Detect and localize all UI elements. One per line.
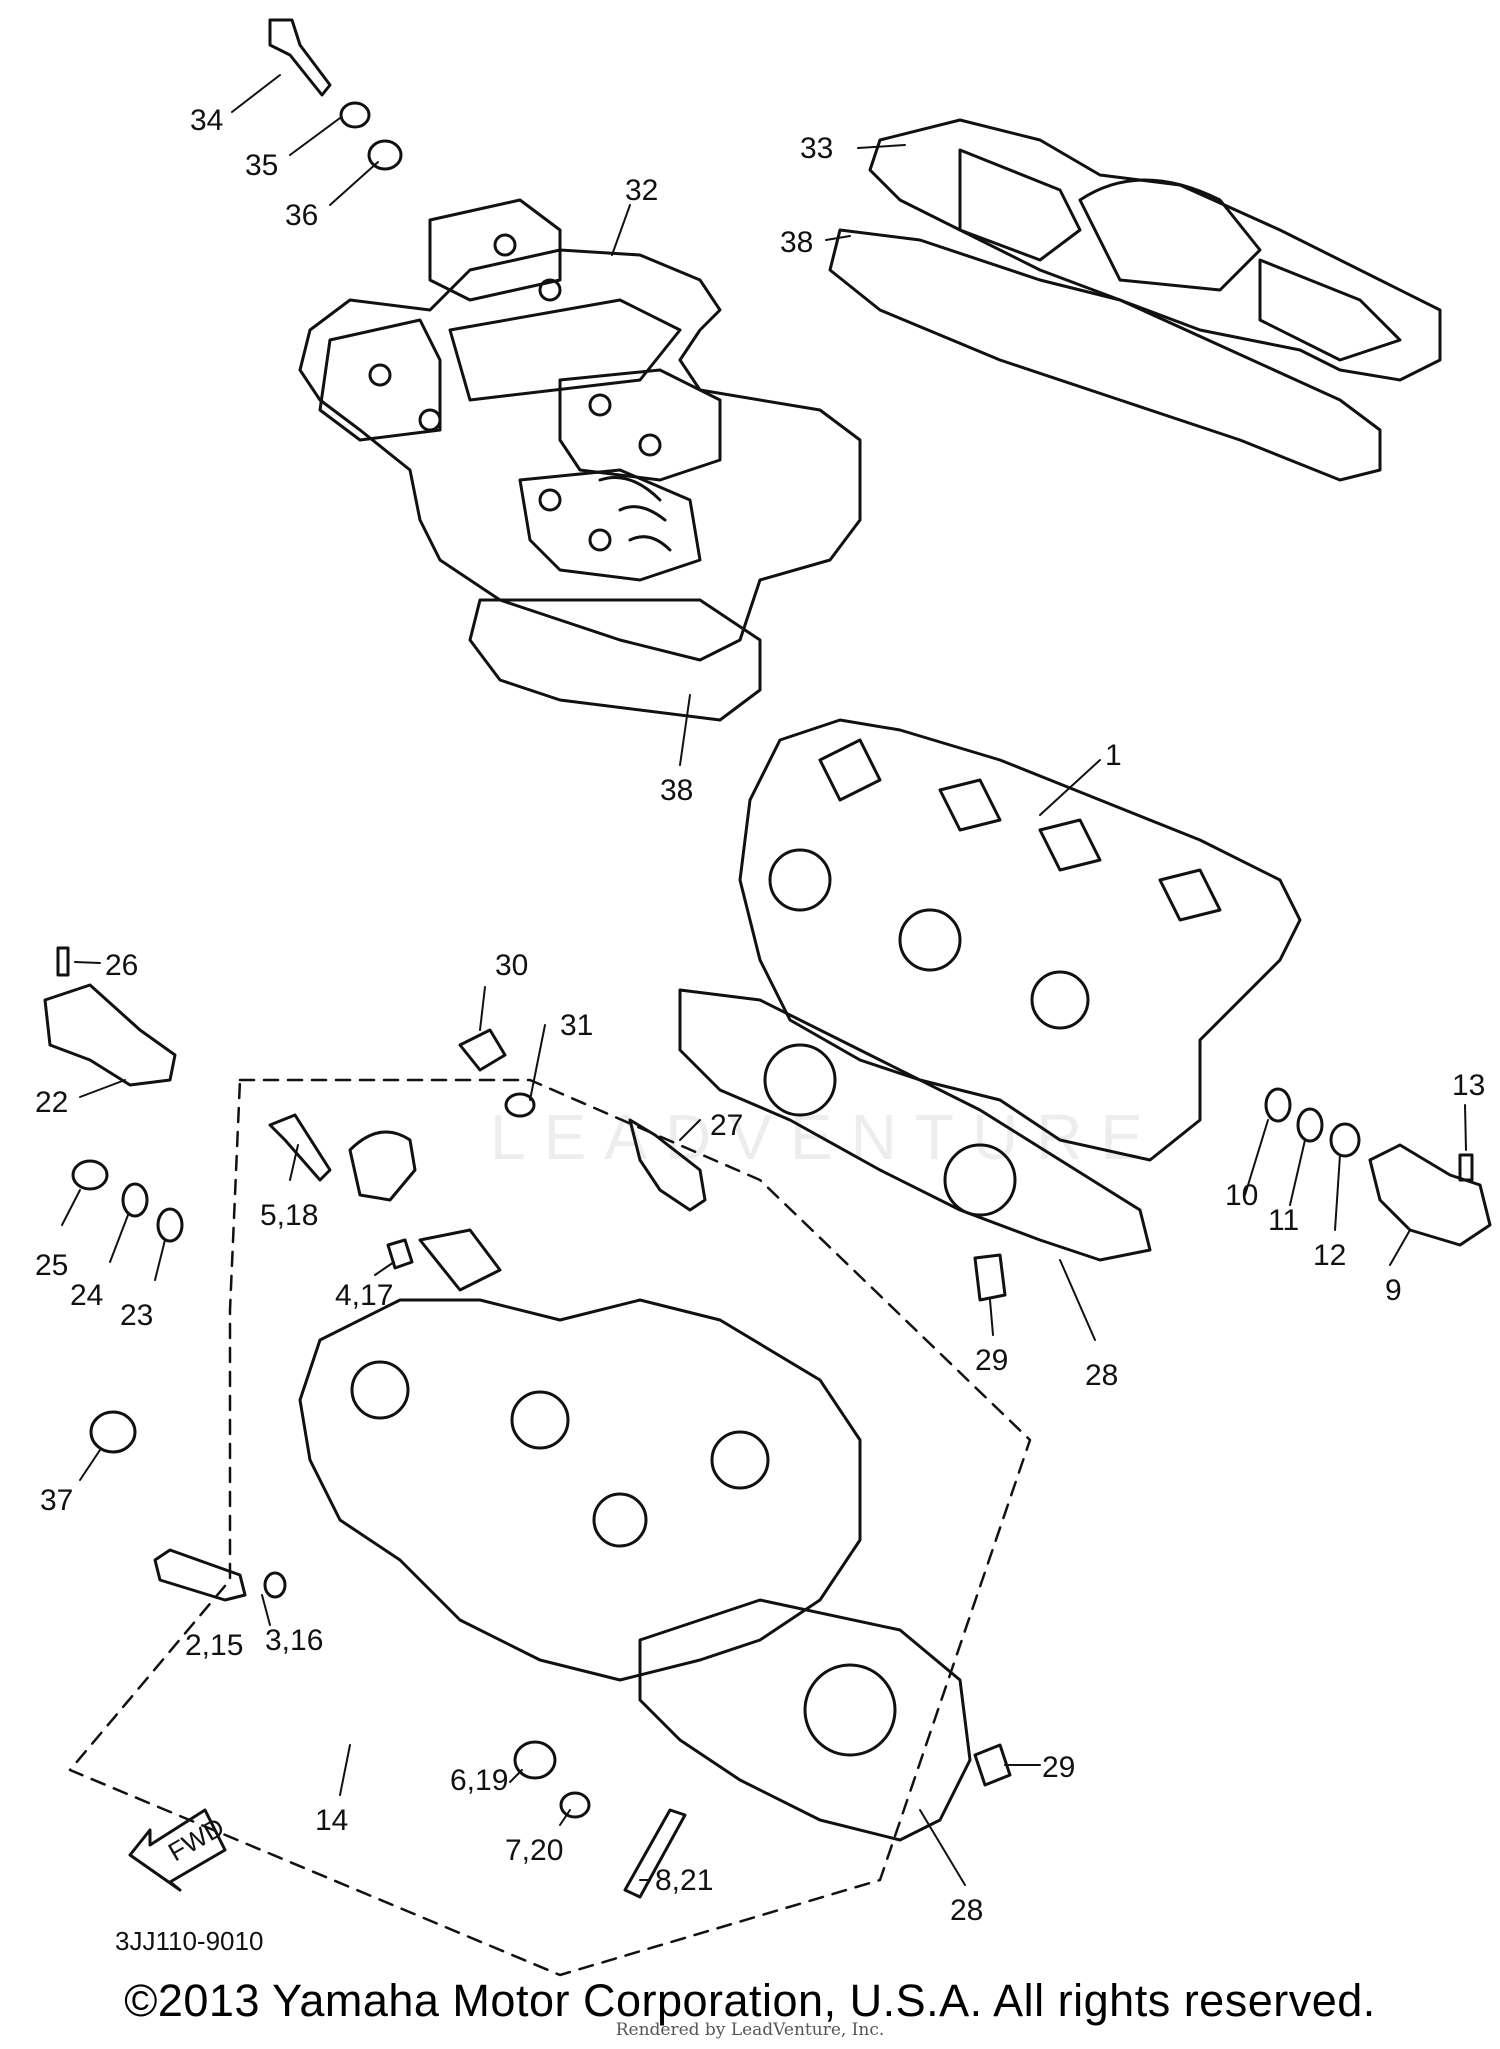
part-label-2-15: 2,15	[185, 1629, 243, 1662]
part-label-1: 1	[1105, 739, 1122, 772]
plug-30	[458, 1028, 507, 1072]
cap-6-19	[513, 1740, 557, 1780]
part-label-31: 31	[560, 1009, 593, 1042]
part-label-10: 10	[1225, 1179, 1258, 1212]
gasket-bore-c	[803, 1663, 897, 1757]
part-label-9: 9	[1385, 1274, 1402, 1307]
fwd-text: FWD	[163, 1812, 229, 1868]
cam-sprocket	[348, 1130, 417, 1202]
part-label-5-18: 5,18	[260, 1199, 318, 1232]
part-label-28-a: 28	[1085, 1359, 1118, 1392]
part-label-29-b: 29	[1042, 1751, 1075, 1784]
part-label-22: 22	[35, 1086, 68, 1119]
washer-35	[339, 101, 371, 129]
leader-lines	[61, 74, 1467, 1886]
oring-3-16	[263, 1571, 287, 1599]
shaft-2-15	[153, 1548, 247, 1602]
part-label-12: 12	[1313, 1239, 1346, 1272]
fwd-arrow-icon	[128, 1808, 227, 1892]
washer-31	[504, 1092, 536, 1118]
seal-36	[367, 139, 403, 171]
part-label-11: 11	[1268, 1204, 1299, 1237]
oring-24	[121, 1182, 149, 1218]
pin-13	[1458, 1153, 1474, 1182]
part-label-13: 13	[1452, 1069, 1485, 1102]
valve-cover-33	[868, 118, 1442, 382]
part-label-23: 23	[120, 1299, 153, 1332]
part-label-38-a: 38	[780, 226, 813, 259]
dowel-29-lower	[973, 1743, 1012, 1787]
part-label-37: 37	[40, 1484, 73, 1517]
head-gasket-28-lower	[638, 1598, 972, 1842]
collar-4-17	[386, 1238, 414, 1270]
part-label-25: 25	[35, 1249, 68, 1282]
oring-23	[156, 1207, 184, 1243]
part-label-3-16: 3,16	[265, 1624, 323, 1657]
bolt-34	[268, 18, 332, 97]
spark-plug-27	[628, 1118, 707, 1212]
part-label-27: 27	[710, 1109, 743, 1142]
copyright-notice: ©2013 Yamaha Motor Corporation, U.S.A. A…	[124, 1975, 1376, 2026]
part-label-8-21: 8,21	[655, 1864, 713, 1897]
part-label-26: 26	[105, 949, 138, 982]
washer-7-20	[559, 1791, 591, 1819]
dowel-26	[56, 946, 70, 977]
part-label-30: 30	[495, 949, 528, 982]
part-label-34: 34	[190, 104, 223, 137]
part-label-35: 35	[245, 149, 278, 182]
camshaft-22	[43, 983, 177, 1087]
gasket-bore-a	[763, 1043, 837, 1117]
oring-25	[71, 1159, 109, 1191]
cylinder-head-14	[298, 1228, 862, 1682]
stud-8-21	[623, 1808, 687, 1899]
part-label-38-b: 38	[660, 774, 693, 807]
part-label-4-17: 4,17	[335, 1279, 393, 1312]
bolt-5-18	[268, 1113, 332, 1182]
part-label-32: 32	[625, 174, 658, 207]
gasket-bore-b	[943, 1143, 1017, 1217]
dowel-29-upper	[973, 1253, 1007, 1302]
oring-12	[1329, 1122, 1361, 1158]
valve-cover-32	[298, 198, 862, 662]
cylinder-head-1	[738, 718, 1302, 1162]
part-label-36: 36	[285, 199, 318, 232]
gasket-38-upper	[828, 228, 1382, 482]
part-label-28-b: 28	[950, 1894, 983, 1927]
watermark-text: LEADVENTURE	[490, 1101, 1161, 1173]
part-label-29-a: 29	[975, 1344, 1008, 1377]
camshaft-9	[1368, 1143, 1492, 1247]
diagram-code: 3JJ110-9010	[115, 1926, 263, 1956]
part-label-24: 24	[70, 1279, 103, 1312]
part-label-7-20: 7,20	[505, 1834, 563, 1867]
gasket-38-lower	[468, 598, 762, 722]
cap-37	[89, 1410, 137, 1454]
oring-10	[1264, 1087, 1292, 1123]
part-label-6-19: 6,19	[450, 1764, 508, 1797]
part-label-14: 14	[315, 1804, 348, 1837]
part-label-33: 33	[800, 132, 833, 165]
head-gasket-28-upper	[678, 988, 1152, 1262]
rendered-by-notice: Rendered by LeadVenture, Inc.	[615, 2020, 885, 2040]
oring-11	[1296, 1107, 1324, 1143]
